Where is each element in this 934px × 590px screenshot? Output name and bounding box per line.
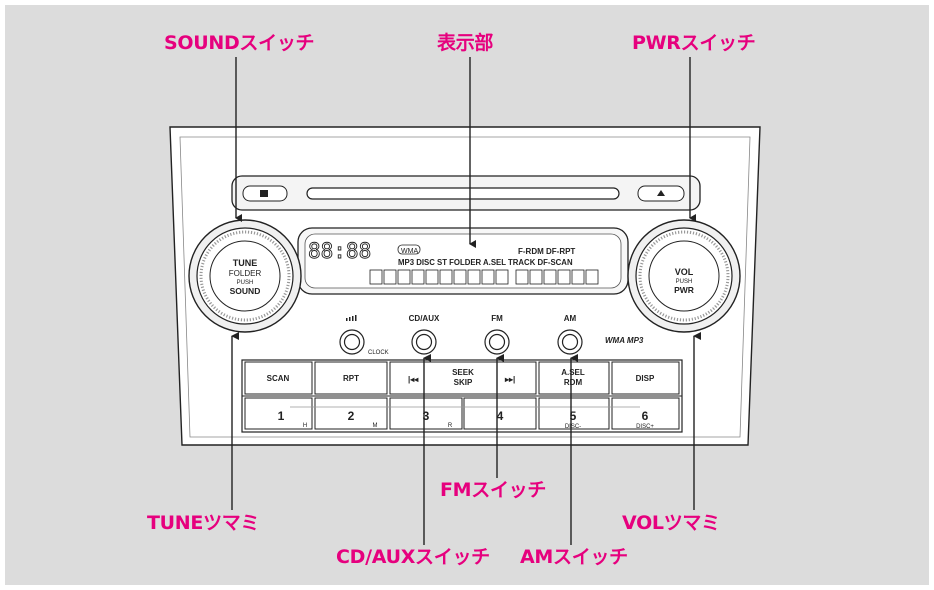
asel-rdm-button[interactable] — [538, 361, 610, 395]
tune-label: TUNE — [233, 258, 258, 268]
pwr-label: PWR — [674, 285, 694, 295]
preset-3-number: 3 — [423, 409, 430, 423]
callout-display: 表示部 — [437, 32, 494, 54]
seek-next-icon: ▸▸| — [504, 375, 515, 384]
format-logo: WMA MP3 — [605, 336, 644, 345]
sound-label: SOUND — [230, 286, 261, 296]
preset-6-sub-label: DISC+ — [636, 424, 654, 430]
rdm-label: RDM — [564, 378, 583, 387]
tune-knob[interactable] — [188, 219, 302, 333]
preset-3-sub-label: R — [448, 423, 453, 429]
fm-button[interactable] — [484, 329, 510, 355]
clock-button[interactable] — [339, 329, 365, 355]
cd-aux-button[interactable] — [411, 329, 437, 355]
seek-prev-icon: |◂◂ — [408, 375, 419, 384]
scan-label: SCAN — [267, 374, 290, 383]
preset-1-button[interactable] — [244, 397, 313, 430]
am-label: AM — [564, 314, 577, 323]
clock-label: CLOCK — [368, 350, 389, 356]
cd-slot — [306, 187, 620, 200]
folder-label: FOLDER — [229, 269, 262, 278]
vol-knob[interactable] — [627, 219, 741, 333]
disp-button[interactable] — [611, 361, 680, 395]
callout-vol-knob: VOLツマミ — [622, 512, 720, 534]
callout-tune-knob: TUNEツマミ — [147, 512, 260, 534]
vol-label: VOL — [675, 267, 694, 277]
preset-6-number: 6 — [642, 409, 649, 423]
segment-characters — [369, 269, 599, 285]
preset-5-sub-label: DISC- — [565, 424, 581, 430]
scan-button[interactable] — [244, 361, 313, 395]
preset-3-button[interactable] — [389, 397, 463, 430]
rpt-button[interactable] — [314, 361, 388, 395]
seek-label: SEEK — [452, 368, 474, 377]
faceplate-inner — [179, 136, 751, 438]
callout-sound-switch: SOUNDスイッチ — [164, 32, 315, 54]
eject-icon — [657, 190, 665, 196]
callout-pwr-switch: PWRスイッチ — [632, 32, 756, 54]
preset-2-number: 2 — [348, 409, 355, 423]
preset-5-button[interactable] — [538, 397, 610, 430]
display-wma-label: WMA — [401, 248, 418, 255]
preset-1-sub-label: H — [303, 423, 307, 429]
seek-skip-button[interactable] — [389, 361, 537, 395]
disp-label: DISP — [636, 374, 655, 383]
clock-digits: 88:88 — [308, 239, 371, 263]
display-top-right-label: F-RDM DF-RPT — [518, 247, 575, 256]
preset-5-number: 5 — [570, 409, 577, 423]
skip-label: SKIP — [454, 378, 473, 387]
preset-6-button[interactable] — [611, 397, 680, 430]
callout-cd-aux-switch: CD/AUXスイッチ — [336, 546, 490, 568]
preset-4-number: 4 — [497, 409, 504, 423]
callout-am-switch: AMスイッチ — [520, 546, 628, 568]
preset-2-button[interactable] — [314, 397, 388, 430]
preset-4-button[interactable] — [463, 397, 537, 430]
fm-label: FM — [491, 314, 503, 323]
vol-push-label: PUSH — [676, 279, 693, 285]
push-label: PUSH — [237, 280, 254, 286]
preset-1-number: 1 — [278, 409, 285, 423]
preset-2-sub-label: M — [373, 423, 378, 429]
asel-label: A.SEL — [561, 368, 585, 377]
display-indicator-row: MP3 DISC ST FOLDER A.SEL TRACK DF-SCAN — [398, 258, 573, 267]
rpt-label: RPT — [343, 374, 359, 383]
callout-fm-switch: FMスイッチ — [440, 479, 547, 501]
am-button[interactable] — [557, 329, 583, 355]
cd-aux-label: CD/AUX — [409, 314, 440, 323]
